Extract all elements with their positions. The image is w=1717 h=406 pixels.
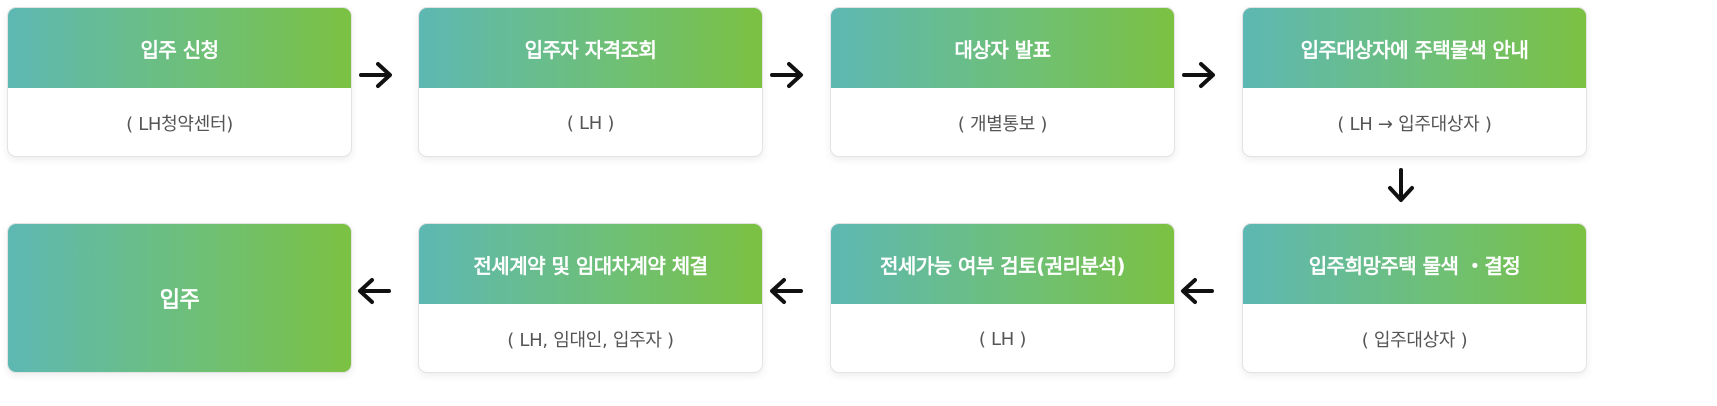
step-title: 대상자 발표 [831,8,1174,88]
arrow-right-icon [356,55,396,95]
arrow-left-icon [766,271,806,311]
arrow-right-icon [767,55,807,95]
step-title: 입주 신청 [8,8,351,88]
step-title: 입주자 자격조회 [419,8,762,88]
arrow-down-icon [1381,166,1421,206]
step-title: 전세계약 및 임대차계약 체결 [419,224,762,304]
step-housing-guide: 입주대상자에 주택물색 안내 ( LH → 입주대상자 ) [1242,7,1587,157]
arrow-left-icon [1177,271,1217,311]
step-apply: 입주 신청 ( LH청약센터) [7,7,352,157]
step-subtitle: ( LH ) [978,328,1027,350]
step-title: 전세가능 여부 검토(권리분석) [831,224,1174,304]
step-subtitle: ( 개별통보 ) [957,114,1048,135]
step-subtitle: ( LH → 입주대상자 ) [1337,114,1492,135]
step-title: 입주대상자에 주택물색 안내 [1243,8,1586,88]
step-contract: 전세계약 및 임대차계약 체결 ( LH, 임대인, 입주자 ) [418,223,763,373]
step-house-selection: 입주희망주택 물색 ・결정 ( 입주대상자 ) [1242,223,1587,373]
step-subtitle: ( LH, 임대인, 입주자 ) [507,330,674,351]
step-subtitle: ( 입주대상자 ) [1361,330,1468,351]
step-title: 입주 [8,224,351,372]
step-subtitle: ( LH청약센터) [126,114,233,135]
step-move-in: 입주 [7,223,352,373]
step-title: 입주희망주택 물색 ・결정 [1243,224,1586,304]
arrow-right-icon [1179,55,1219,95]
arrow-left-icon [354,271,394,311]
step-rights-analysis: 전세가능 여부 검토(권리분석) ( LH ) [830,223,1175,373]
step-announcement: 대상자 발표 ( 개별통보 ) [830,7,1175,157]
step-eligibility-check: 입주자 자격조회 ( LH ) [418,7,763,157]
step-subtitle: ( LH ) [566,112,615,134]
